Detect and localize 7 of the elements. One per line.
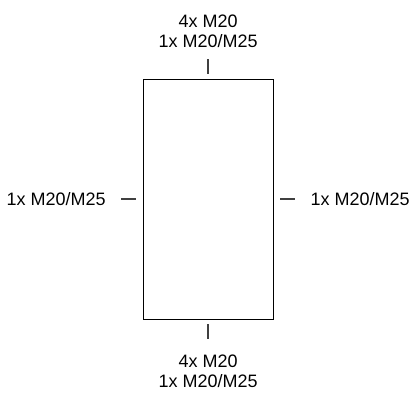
enclosure-box: [143, 79, 274, 320]
cable-entry-label: 1x M20/M25: [158, 31, 258, 51]
cable-entry-label: 4x M20: [178, 351, 238, 371]
cable-entry-label: 1x M20/M25: [310, 189, 410, 209]
cable-entry-label: 1x M20/M25: [6, 189, 106, 209]
cable-entry-label: 1x M20/M25: [158, 371, 258, 391]
cable-entry-label: 4x M20: [178, 11, 238, 31]
